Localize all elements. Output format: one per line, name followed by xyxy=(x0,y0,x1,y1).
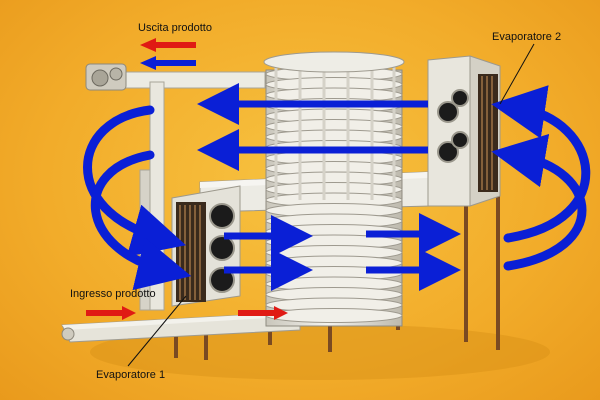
arrow-right-red-icon xyxy=(238,306,288,320)
label-product-exit: Uscita prodotto xyxy=(138,22,212,34)
spiral-drum xyxy=(263,51,405,327)
leader-lines xyxy=(127,43,535,367)
airflow-arrows xyxy=(197,83,461,291)
arrow-left-blue-icon xyxy=(140,56,196,70)
label-evaporator-2: Evaporatore 2 xyxy=(492,31,562,43)
entry-conveyor xyxy=(61,311,302,343)
product-exit-legend xyxy=(140,38,196,70)
label-evaporator-1: Evaporatore 1 xyxy=(96,369,166,381)
product-entry-arrows xyxy=(86,306,288,320)
arrow-right-red-icon xyxy=(86,306,136,320)
evaporator-2 xyxy=(427,55,501,207)
airflow-loops xyxy=(83,85,591,291)
evaporator-1 xyxy=(171,185,241,307)
spiral-tier xyxy=(265,308,403,323)
arrow-left-red-icon xyxy=(140,38,196,52)
label-product-entry: Ingresso prodotto xyxy=(70,288,156,300)
